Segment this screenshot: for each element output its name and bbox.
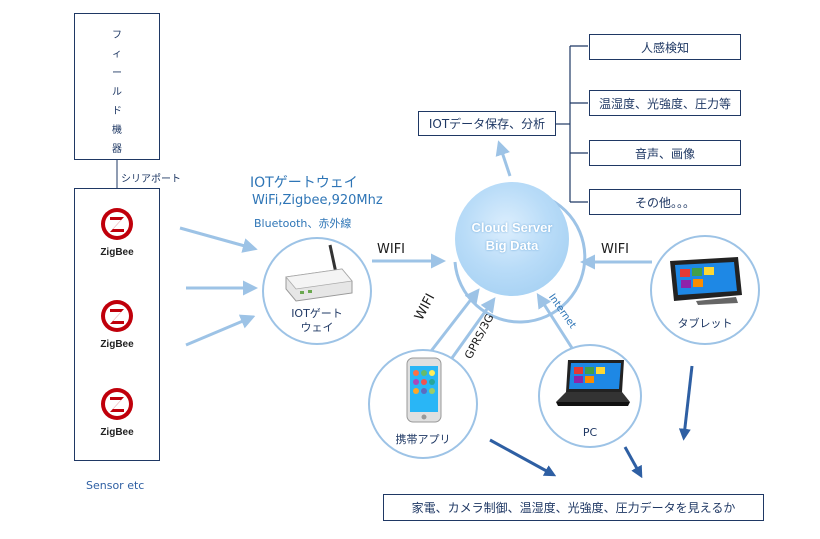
zigbee-logo: ZigBee	[75, 299, 159, 350]
sensor-arrow-1	[179, 226, 258, 253]
zigbee-icon	[101, 388, 133, 420]
zigbee-label: ZigBee	[100, 339, 134, 350]
pc-label: PC	[582, 426, 598, 439]
sensor-box: ZigBee ZigBee ZigBee	[74, 188, 160, 461]
gateway-protocols: WiFi,Zigbee,920Mhz	[252, 193, 383, 208]
router-icon	[285, 244, 353, 302]
phone-to-bottom-arrow	[489, 438, 557, 477]
field-device-box: フ ィ ー ル ド 機 器	[74, 13, 160, 160]
smartphone-icon	[406, 357, 442, 423]
cloud-orbit-arc	[453, 190, 587, 324]
phone-label: 携帯アプリ	[395, 433, 451, 446]
field-device-char: 器	[112, 144, 122, 155]
tablet-icon	[670, 257, 742, 305]
data-type-box: 人感検知	[589, 34, 741, 60]
gateway-device-label-2: ウェイ	[300, 321, 334, 334]
cloud-label-2: Big Data	[485, 238, 539, 253]
zigbee-logo: ZigBee	[75, 207, 159, 258]
gateway-title: IOTゲートウェイ	[250, 175, 358, 191]
cloud-server: Cloud Server Big Data	[455, 182, 569, 296]
field-device-char: ー	[112, 68, 122, 79]
phone-device: 携帯アプリ	[368, 349, 478, 459]
storage-analysis-box: IOTデータ保存、分析	[418, 111, 556, 136]
field-device-char: フ	[112, 30, 122, 41]
field-device-char: ル	[112, 87, 122, 98]
zigbee-label: ZigBee	[100, 427, 134, 438]
phone-to-cloud-arrow-1	[426, 288, 480, 356]
cloud-to-storage-arrow	[495, 140, 512, 177]
gateway-wifi-label: WIFI	[377, 242, 405, 257]
gateway-device: IOTゲート ウェイ	[262, 237, 372, 345]
gateway-device-label-1: IOTゲート	[291, 307, 343, 320]
zigbee-icon	[101, 208, 133, 240]
pc-device: PC	[538, 344, 642, 448]
field-device-char: ド	[112, 106, 122, 117]
field-device-char: 機	[112, 125, 122, 136]
data-type-box: 温湿度、光強度、圧力等	[589, 90, 741, 116]
tablet-label: タブレット	[677, 317, 733, 330]
tablet-wifi-label: WIFI	[601, 242, 629, 257]
tablet-to-bottom-arrow	[678, 365, 694, 441]
gateway-extra-protocols: Bluetooth、赤外線	[254, 217, 352, 230]
sensor-caption: Sensor etc	[86, 479, 145, 492]
data-type-box: その他。。。	[589, 189, 741, 215]
data-type-box: 音声、画像	[589, 140, 741, 166]
laptop-icon	[556, 360, 630, 406]
zigbee-label: ZigBee	[100, 247, 134, 258]
zigbee-logo: ZigBee	[75, 387, 159, 438]
field-device-char: ィ	[112, 49, 122, 60]
visualization-box: 家電、カメラ制御、温湿度、光強度、圧力データを見えるか	[383, 494, 764, 521]
pc-to-cloud-arrow	[536, 292, 574, 349]
sensor-arrow-3	[185, 314, 256, 347]
cloud-label-1: Cloud Server	[471, 220, 553, 235]
zigbee-icon	[101, 300, 133, 332]
tablet-device: タブレット	[650, 235, 760, 345]
serial-port-label: シリアポート	[121, 174, 181, 185]
pc-to-bottom-arrow	[623, 446, 643, 479]
